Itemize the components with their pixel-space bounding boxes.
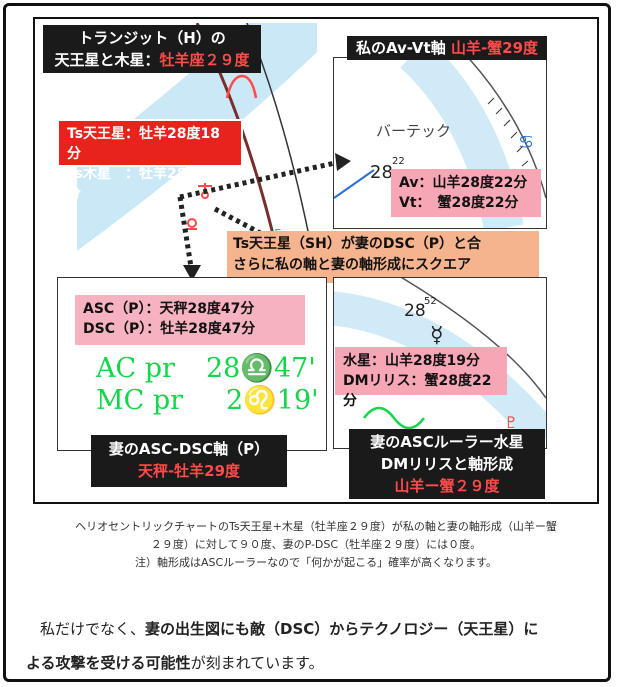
aries-glyph (225, 74, 258, 99)
cancer-glyph: ♋ (518, 132, 534, 153)
arrow-head-vertex (335, 153, 351, 171)
square-aspect-box: Ts天王星（SH）が妻のDSC（P）と合 さらに私の軸と妻の軸形成にスクエア (227, 231, 539, 283)
transit-positions-box: Ts天王星：牡羊28度18分 Ts木星 ：牡羊28度36分 (57, 119, 243, 202)
wife-axis-label: 妻のASC-DSC軸（P） 天秤-牡羊29度 (91, 435, 287, 487)
caption-line3: 注）軸形成はASCルーラーなので「何かが起こる」確率が高くなります。 (134, 556, 498, 569)
vt-position: Vt： 蟹28度22分 (399, 195, 519, 211)
wife-axis-line2: 天秤-牡羊29度 (137, 462, 241, 480)
mercury-degree: 28 (404, 301, 426, 321)
mercury-positions-box: 水星：山羊28度19分 DMリリス：蟹28度22分 (335, 347, 507, 409)
ac-pr-value: 28♎47' (206, 353, 316, 384)
av-vt-title-label: 私のAv-Vt軸 山羊-蟹29度 (347, 36, 547, 60)
paragraph-part3: よる攻撃を受ける可能性 (26, 654, 191, 672)
square-line1: Ts天王星（SH）が妻のDSC（P）と合 (233, 236, 482, 252)
vertex-chart-text: バーテック (376, 122, 451, 140)
vertex-minute: 22 (392, 156, 405, 167)
capricorn-glyph (363, 406, 425, 430)
pluto-glyph: ♇ (504, 413, 518, 432)
ac-pr-label: AC pr (96, 353, 175, 384)
figure-caption: ヘリオセントリックチャートのTs天王星+木星（牡羊座２９度）が私の軸と妻の軸形成… (36, 518, 596, 572)
ts-uranus-position: Ts天王星：牡羊28度18分 (67, 126, 220, 162)
article-paragraph: 私だけでなく、妻の出生図にも敵（DSC）からテクノロジー（天王星）に よる攻撃を… (26, 612, 606, 680)
paragraph-part4: が刻まれています。 (190, 654, 324, 672)
dm-lilith-position: DMリリス：蟹28度22分 (343, 373, 492, 409)
transit-title-label: トランジット（H）の 天王星と木星：牡羊座２９度 (43, 25, 261, 73)
mercury-chart-wheel: 28 52 ☿ ♇ (334, 278, 546, 448)
paragraph-part1: 私だけでなく、 (40, 620, 146, 638)
mc-pr-label: MC pr (96, 385, 184, 416)
square-line2: さらに私の軸と妻の軸形成にスクエア (233, 257, 471, 273)
mercury-glyph: ☿ (430, 323, 444, 348)
chart-figure: 5 トランジット（H）の 天王星と木星：牡羊座２９度 Ts天王星：牡羊28度18… (33, 17, 599, 504)
arrow-head-asc (183, 265, 201, 281)
caption-line1: ヘリオセントリックチャートのTs天王星+木星（牡羊座２９度）が私の軸と妻の軸形成… (75, 520, 557, 533)
caption-line2: ２９度）に対して９０度、妻のP-DSC（牡羊座２９度）には０度。 (150, 538, 482, 551)
ts-jupiter-position: Ts木星 ：牡羊28度36分 (67, 166, 220, 202)
wife-axis-line1: 妻のASC-DSC軸（P） (108, 440, 270, 458)
mercury-minute: 52 (424, 296, 437, 307)
transit-title-line1: トランジット（H）の (78, 29, 226, 47)
mercury-position: 水星：山羊28度19分 (343, 353, 480, 369)
wife-dsc-position: DSC（P）：牡羊28度47分 (83, 321, 256, 337)
wife-ruler-line2: DMリリスと軸形成 (380, 455, 514, 473)
vertex-degree: 28 (370, 162, 393, 183)
mc-pr-value: 2♌19' (226, 385, 319, 416)
article-frame: 5 トランジット（H）の 天王星と木星：牡羊座２９度 Ts天王星：牡羊28度18… (3, 3, 611, 682)
transit-title-line2a: 天王星と木星： (54, 51, 160, 69)
wife-ruler-line3: 山羊ー蟹２９度 (394, 477, 500, 495)
paragraph-part2: 妻の出生図にも敵（DSC）からテクノロジー（天王星）に (145, 620, 539, 638)
wife-ruler-label: 妻のASCルーラー水星 DMリリスと軸形成 山羊ー蟹２９度 (349, 429, 545, 499)
av-position: Av：山羊28度22分 (399, 175, 528, 191)
wife-asc-positions-box: ASC（P）：天秤28度47分 DSC（P）：牡羊28度47分 (75, 295, 305, 345)
av-vt-title-a: 私のAv-Vt軸 (355, 39, 451, 57)
wife-asc-position: ASC（P）：天秤28度47分 (83, 301, 255, 317)
wife-ruler-line1: 妻のASCルーラー水星 (370, 433, 524, 451)
transit-title-line2b: 牡羊座２９度 (159, 51, 250, 69)
av-vt-positions-box: Av：山羊28度22分 Vt： 蟹28度22分 (391, 169, 541, 217)
av-vt-title-b: 山羊-蟹29度 (450, 39, 539, 57)
